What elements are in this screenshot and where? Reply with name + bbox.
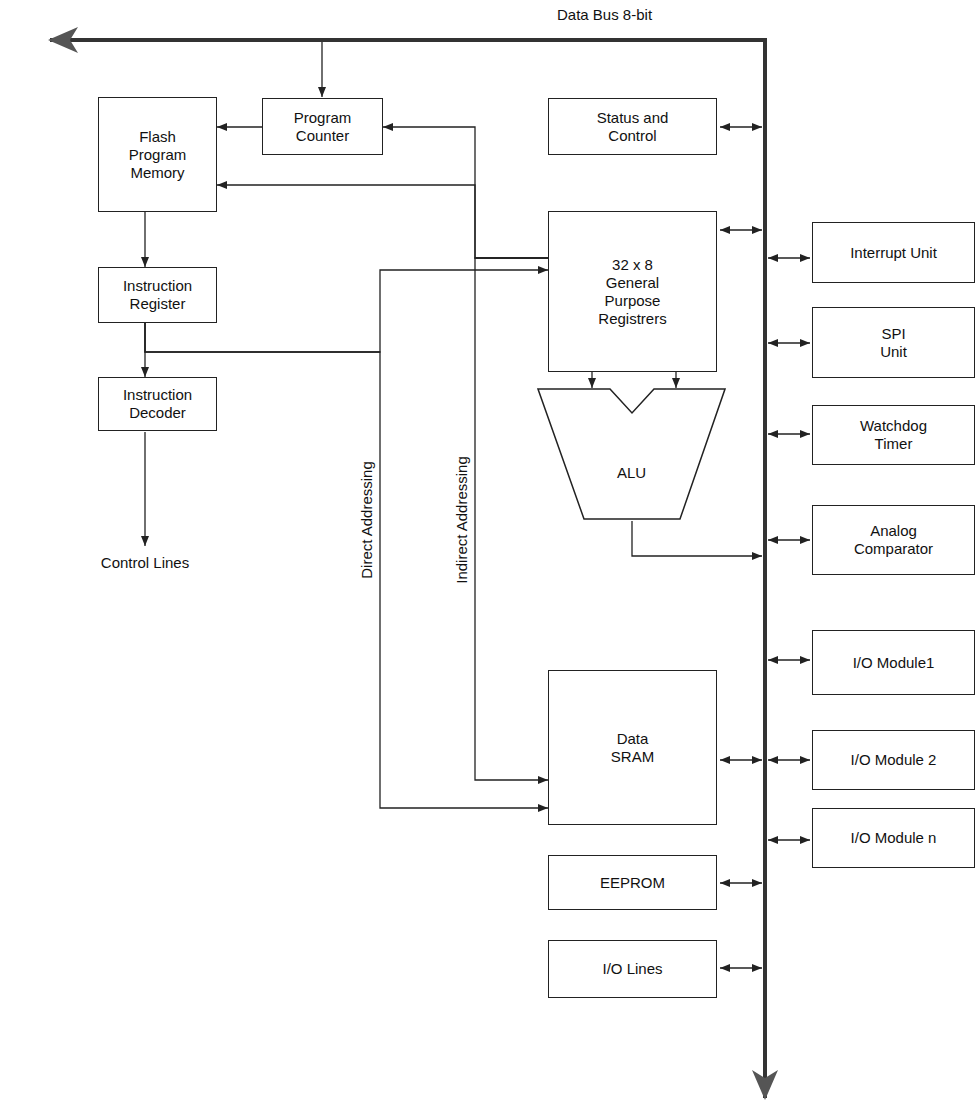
connector-arrow [144,212,145,267]
block-box: I/O Module 2 [812,730,975,790]
block-box: Interrupt Unit [812,222,975,283]
connector-arrow [217,126,262,127]
block-label: I/O Module1 [853,654,935,672]
block-label: I/O Module 2 [851,751,937,769]
block-box: Instruction Register [98,267,217,323]
block-label: EEPROM [600,874,665,892]
connector-arrow [383,127,548,258]
block-label: I/O Module n [851,829,937,847]
block-box: Instruction Decoder [98,377,217,431]
block-box: 32 x 8 General Purpose Registrers [548,211,717,372]
block-box: Watchdog Timer [812,405,975,465]
connector-arrow [217,185,548,258]
block-box: Analog Comparator [812,505,975,575]
block-label: Instruction Register [110,277,205,313]
alu-trapezoid: ALU [537,388,726,520]
data-bus [50,38,765,1098]
bus-taps [145,42,810,968]
connector-arrow [591,372,592,388]
connector-arrow [475,258,548,780]
alu-shape [537,388,726,520]
block-box: I/O Lines [548,940,717,998]
block-label: SPI Unit [869,325,919,361]
block-box: Status and Control [548,98,717,155]
block-box: Program Counter [262,98,383,155]
block-label: Flash Program Memory [113,128,203,182]
block-label: ALU [617,464,646,482]
connector-arrow [675,372,676,388]
block-box: I/O Module n [812,808,975,868]
block-box: I/O Module1 [812,630,975,695]
block-label: I/O Lines [602,960,662,978]
block-box: EEPROM [548,855,717,910]
bus-label: Data Bus 8-bit [555,6,654,23]
addressing-label: Direct Addressing [358,459,375,581]
bus-label: Control Lines [99,554,191,571]
block-label: Status and Control [583,109,683,145]
block-box: Data SRAM [548,670,717,825]
addressing-label: Indirect Addressing [453,454,470,586]
block-box: SPI Unit [812,307,975,378]
block-label: 32 x 8 General Purpose Registrers [593,256,673,328]
block-label: Instruction Decoder [110,386,205,422]
block-label: Analog Comparator [844,522,944,558]
block-label: Watchdog Timer [849,417,939,453]
block-label: Program Counter [278,109,368,145]
block-label: Data SRAM [603,730,663,766]
block-box: Flash Program Memory [98,97,217,212]
block-label: Interrupt Unit [850,244,937,262]
